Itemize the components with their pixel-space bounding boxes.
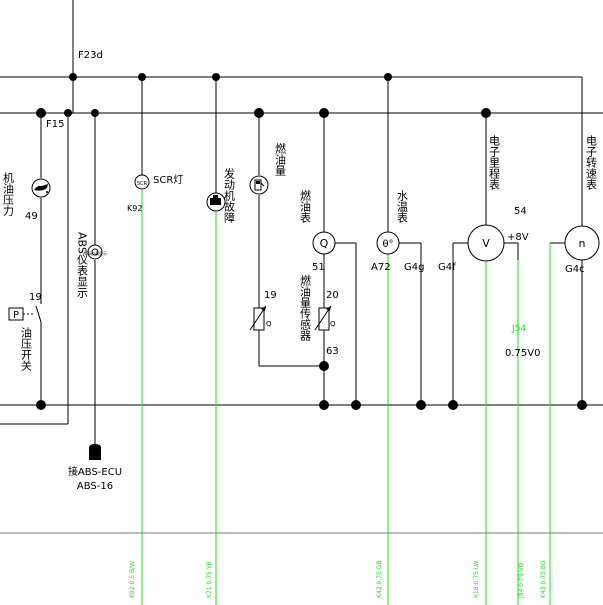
wire-code-k92: K92 0.5 B/W — [129, 561, 136, 598]
label-plus-8v: +8V — [507, 232, 529, 243]
wire-code-k42: K42 0.75 GB — [376, 560, 383, 598]
label-63: 63 — [326, 346, 339, 357]
label-f15: F15 — [46, 119, 64, 130]
label-water-temp: 水温表 — [396, 190, 409, 224]
fuel-gauge-meter: Q — [312, 231, 336, 255]
label-abs-ecu-1: 接ABS-ECU — [68, 465, 122, 478]
oil-pressure-switch: P — [8, 300, 42, 330]
scr-icon-text: SCR — [137, 181, 148, 187]
label-49: 49 — [25, 211, 38, 222]
label-a72: A72 — [371, 262, 391, 273]
label-19-sensor: 19 — [264, 290, 277, 301]
label-k92: K92 — [127, 204, 142, 213]
label-g4g: G4g — [404, 262, 424, 273]
label-g4c: G4c — [565, 264, 585, 275]
wire-code-k43: K43 0.75 BG — [540, 560, 547, 598]
label-odometer: 电子里程表 — [488, 135, 501, 191]
odometer-meter: V — [467, 224, 505, 262]
label-g4f: G4f — [438, 262, 456, 273]
oil-pressure-lamp-icon — [31, 178, 51, 198]
label-oil-switch: 油压开关 — [20, 326, 33, 372]
label-tachometer: 电子转速表 — [585, 135, 598, 191]
label-oil-pressure: 机油压力 — [2, 171, 15, 216]
bus-wires — [0, 76, 603, 534]
label-fuel-sensor: 燃油量传感器 — [299, 274, 312, 342]
label-fuel-gauge: 燃油表 — [299, 189, 312, 224]
label-54: 54 — [514, 206, 527, 217]
label-51: 51 — [312, 262, 325, 273]
oil-switch-p-label: P — [13, 310, 19, 321]
junction-dots — [36, 73, 587, 410]
tachometer-symbol: n — [579, 237, 586, 250]
label-19-switch: 19 — [29, 292, 42, 303]
water-temp-symbol: θ° — [382, 239, 393, 250]
tachometer-meter: n — [564, 225, 600, 261]
water-temp-meter: θ° — [376, 231, 400, 255]
odometer-symbol: V — [482, 237, 490, 250]
wire-code-k71: K71 0.75 YB — [206, 561, 213, 598]
vertical-wires — [0, 0, 583, 448]
label-j54: J54 — [511, 324, 526, 334]
fuel-sensor-resistor-20 — [314, 305, 332, 331]
fuel-lamp-icon — [249, 175, 269, 195]
label-abs-display: ABS仪表显示 — [76, 232, 89, 298]
abs-icon-text: ABS仪表显示 — [83, 250, 107, 256]
engine-fault-lamp-icon — [206, 192, 226, 212]
abs-ecu-connector — [89, 444, 101, 460]
label-q-1: Q — [266, 320, 272, 328]
wire-code-labels: K92 0.5 B/W K71 0.75 YB K42 0.75 GB K18 … — [129, 560, 547, 599]
abs-lamp-icon: ABS仪表显示 — [83, 244, 107, 260]
fuel-gauge-symbol: Q — [320, 237, 329, 250]
label-abs-ecu-2: ABS-16 — [77, 481, 113, 492]
label-scr: SCR灯 — [153, 174, 183, 186]
wire-code-j54: J54 0.75 VO — [518, 562, 525, 599]
label-f23d: F23d — [78, 50, 103, 61]
fuel-sensor-resistor-19 — [249, 305, 267, 331]
label-075v0: 0.75V0 — [505, 348, 540, 359]
label-engine-fault: 发动机故障 — [223, 167, 236, 223]
label-fuel-qty: 燃油量 — [274, 142, 287, 176]
wire-code-k18: K18 0.75 LW — [473, 560, 480, 598]
green-wires — [141, 190, 551, 605]
scr-lamp-icon: SCR — [134, 174, 150, 190]
label-q-2: Q — [330, 320, 336, 328]
label-20: 20 — [326, 290, 339, 301]
labels: F23d F15 机油压力 49 ABS仪表显示 SCR灯 K92 发动机故障 … — [2, 50, 598, 492]
